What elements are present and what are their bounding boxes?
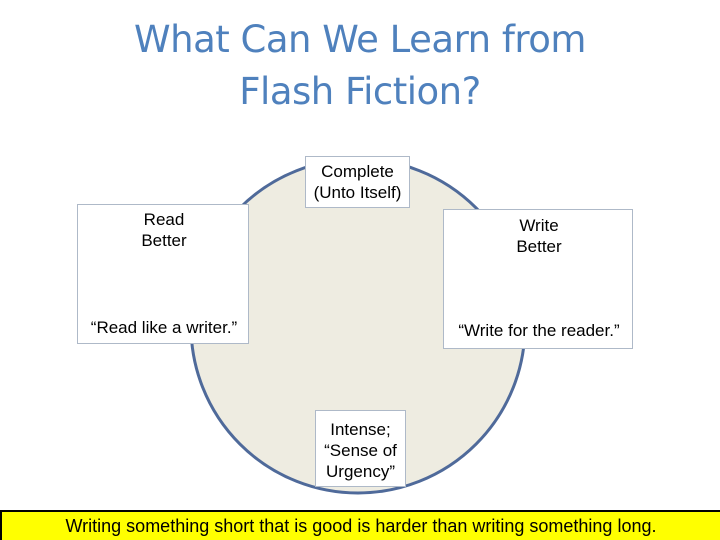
box-intense-line-2: “Sense of	[324, 441, 397, 460]
box-complete-line-2: (Unto Itself)	[313, 183, 402, 202]
box-write-better: Write Better “Write for the reader.”	[443, 209, 633, 349]
slide-title: What Can We Learn from Flash Fiction?	[0, 14, 720, 118]
box-read-better-line-2: Better	[141, 231, 187, 250]
box-read-better: Read Better “Read like a writer.”	[77, 204, 249, 344]
box-write-better-quote: “Write for the reader.”	[458, 321, 620, 340]
slide-title-line-2: Flash Fiction?	[239, 70, 481, 113]
box-intense-line-1: Intense;	[330, 420, 391, 439]
box-complete-line-1: Complete	[321, 162, 394, 181]
box-intense: Intense; “Sense of Urgency”	[315, 410, 406, 487]
footer-banner: Writing something short that is good is …	[0, 510, 720, 540]
slide-title-line-1: What Can We Learn from	[134, 18, 586, 61]
box-read-better-heading: Read Better	[78, 209, 250, 251]
box-write-better-heading: Write Better	[444, 215, 634, 257]
box-write-better-line-1: Write	[519, 216, 559, 235]
box-complete: Complete (Unto Itself)	[305, 156, 410, 208]
box-intense-line-3: Urgency”	[326, 462, 395, 481]
box-read-better-quote: “Read like a writer.”	[90, 318, 238, 337]
box-write-better-line-2: Better	[516, 237, 562, 256]
box-read-better-line-1: Read	[143, 210, 185, 229]
